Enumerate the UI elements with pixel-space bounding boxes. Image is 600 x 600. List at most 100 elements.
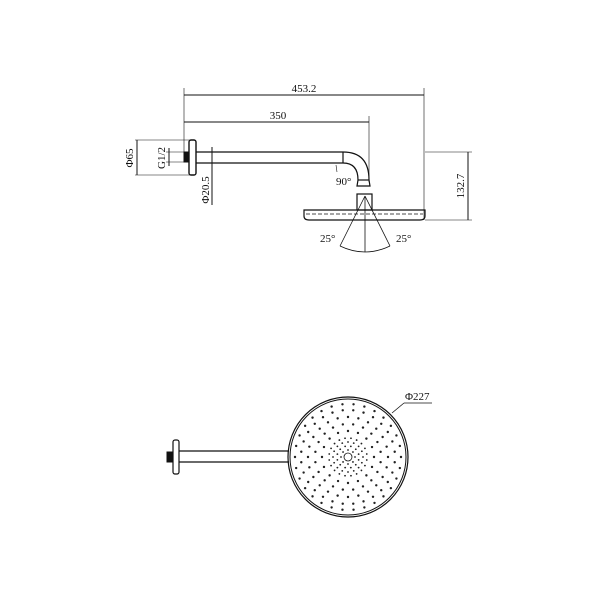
- nozzle: [321, 416, 325, 419]
- nozzle: [300, 450, 303, 453]
- nozzle: [344, 474, 346, 477]
- nozzle: [347, 449, 349, 451]
- top-view: Φ227: [166, 391, 432, 518]
- nozzle: [311, 495, 314, 498]
- nozzle: [370, 479, 373, 482]
- nozzle: [344, 466, 347, 469]
- nozzle: [376, 440, 379, 444]
- nozzle: [346, 415, 350, 419]
- nozzle-pattern: [293, 403, 403, 511]
- dimension-height: 132.7: [425, 151, 472, 221]
- nozzle: [366, 490, 370, 493]
- nozzle: [398, 444, 402, 448]
- nozzle: [311, 416, 314, 419]
- center-hub: [343, 452, 353, 462]
- nozzle: [341, 442, 344, 445]
- nozzle: [391, 471, 394, 474]
- nozzle: [361, 485, 365, 488]
- nozzle: [349, 466, 352, 469]
- nozzle: [330, 405, 333, 408]
- nozzle: [318, 427, 321, 430]
- nozzle: [361, 426, 365, 429]
- wall-flange-top: [172, 439, 180, 475]
- shower-arm: [196, 151, 370, 181]
- nozzle: [379, 450, 382, 454]
- nozzle: [352, 469, 355, 472]
- nozzle: [352, 451, 354, 453]
- nozzle: [372, 455, 376, 459]
- nozzle: [357, 417, 360, 420]
- nozzle: [386, 480, 389, 484]
- nozzle: [357, 466, 360, 469]
- nozzle: [366, 421, 370, 424]
- dim-label-arm-diameter: Φ20.5: [200, 176, 212, 204]
- nozzle: [365, 474, 368, 477]
- nozzle: [340, 456, 342, 458]
- nozzle: [344, 445, 347, 448]
- dim-label-head: Φ227: [405, 391, 430, 403]
- nozzle: [333, 461, 336, 464]
- nozzle: [333, 450, 336, 453]
- nozzle: [360, 461, 363, 464]
- nozzle: [354, 448, 357, 451]
- nozzle: [328, 474, 331, 477]
- nozzle: [350, 474, 352, 477]
- nozzle: [357, 453, 360, 456]
- nozzle: [382, 495, 385, 498]
- dimension-flange-diameter: Φ65: [124, 139, 190, 176]
- nozzle: [373, 409, 376, 413]
- nozzle: [357, 445, 360, 448]
- nozzle: [389, 424, 393, 428]
- nozzle: [331, 485, 335, 488]
- nozzle: [298, 434, 301, 437]
- nozzle: [354, 463, 357, 466]
- nozzle: [363, 405, 366, 408]
- nozzle: [382, 416, 385, 419]
- spray-angle: 25° 25°: [320, 195, 411, 253]
- nozzle: [370, 445, 374, 449]
- nozzle: [350, 437, 352, 440]
- nozzle: [317, 470, 320, 474]
- nozzle: [317, 440, 320, 444]
- angle-label-left: 25°: [320, 233, 335, 245]
- nozzle: [336, 417, 339, 420]
- nozzle: [318, 484, 321, 487]
- nozzle: [393, 461, 396, 464]
- nozzle: [347, 463, 349, 465]
- nozzle: [393, 450, 396, 453]
- nozzle: [398, 466, 402, 470]
- nozzle: [344, 437, 346, 440]
- nozzle: [395, 434, 398, 437]
- nozzle: [336, 494, 339, 497]
- nozzle: [371, 416, 375, 419]
- nozzle: [302, 471, 305, 474]
- thread-top: [166, 451, 174, 463]
- nozzle: [328, 437, 331, 440]
- nozzle: [360, 450, 363, 453]
- nozzle: [320, 455, 324, 459]
- nozzle: [399, 455, 403, 459]
- nozzle: [356, 479, 360, 483]
- nozzle: [303, 424, 307, 428]
- nozzle: [355, 439, 358, 441]
- nozzle: [365, 437, 368, 440]
- dimension-total-length: 453.2: [183, 83, 425, 220]
- nozzle: [333, 469, 336, 472]
- angle-label-right: 25°: [396, 233, 411, 245]
- nozzle: [331, 426, 335, 429]
- nozzle: [303, 486, 307, 490]
- dim-label-height: 132.7: [455, 173, 467, 198]
- nozzle: [381, 435, 384, 439]
- nozzle: [302, 440, 305, 443]
- shower-head-inner: [289, 398, 407, 516]
- dimension-thread: G1/2: [156, 147, 184, 169]
- dim-label-total: 453.2: [292, 83, 317, 95]
- nozzle: [349, 445, 352, 448]
- nozzle: [364, 464, 366, 467]
- nozzle: [323, 432, 326, 435]
- nozzle: [294, 466, 298, 470]
- nozzle: [354, 456, 356, 458]
- nozzle: [331, 411, 334, 414]
- nozzle: [320, 409, 323, 413]
